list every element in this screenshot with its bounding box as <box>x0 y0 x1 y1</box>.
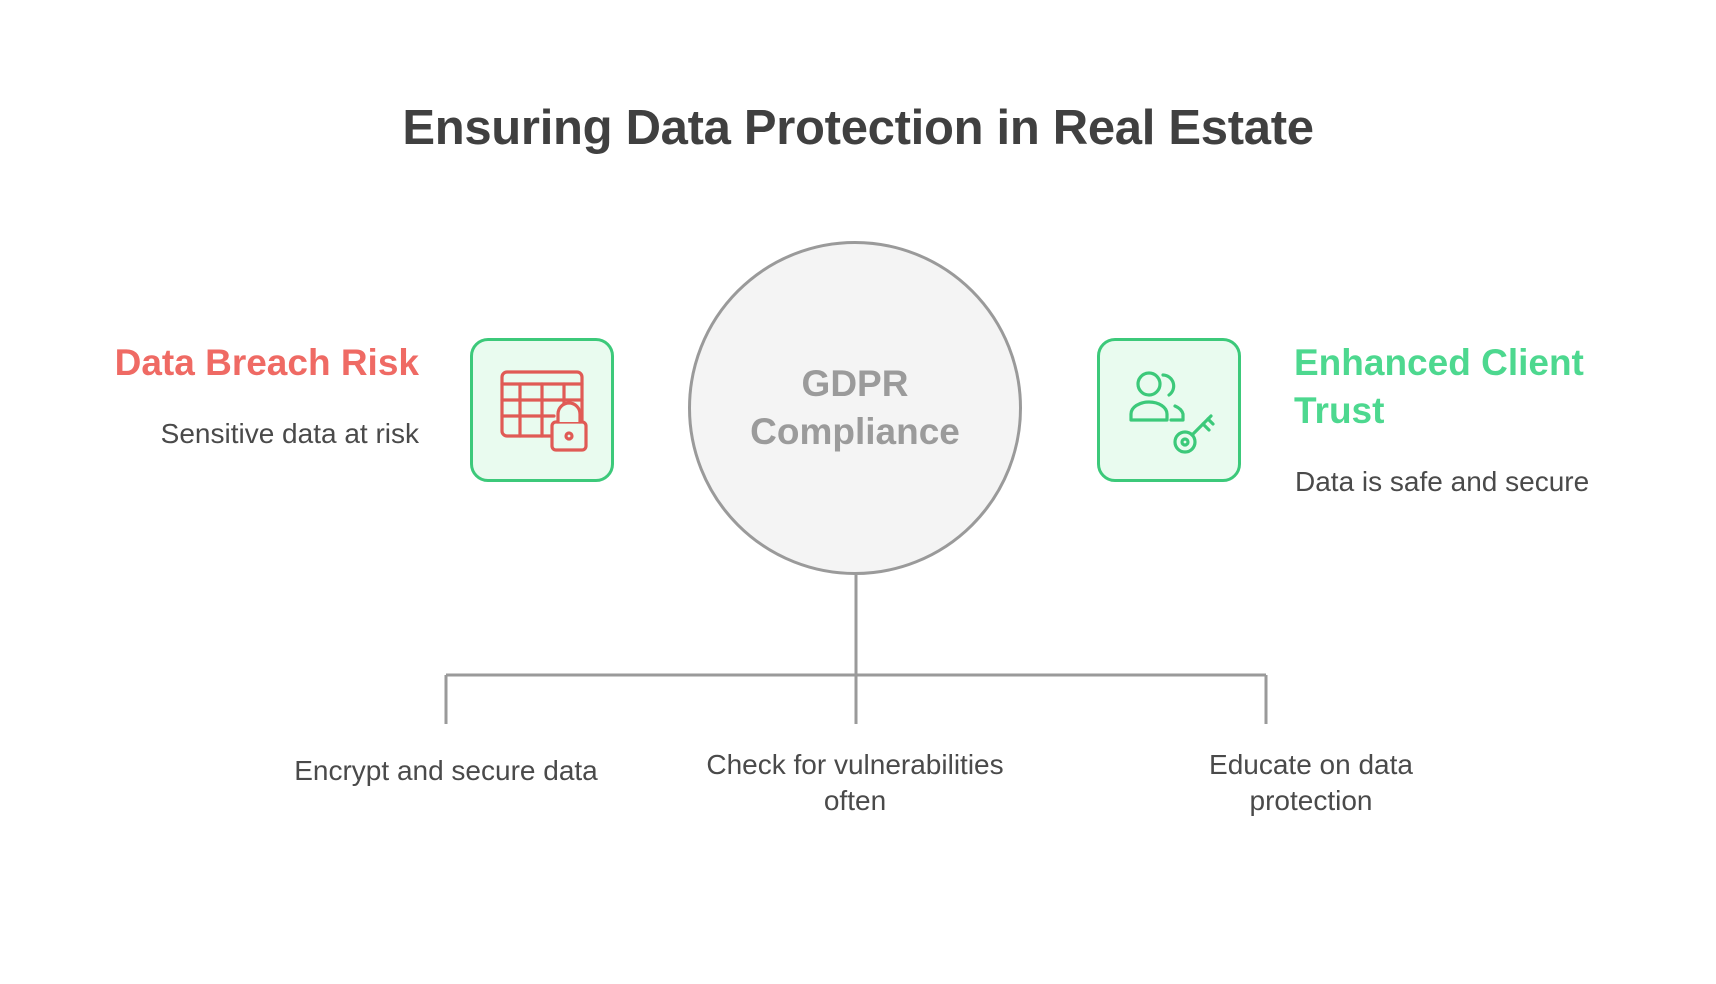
right-heading: Enhanced Client Trust <box>1294 342 1584 431</box>
branch-label-check: Check for vulnerabilities often <box>675 747 1035 819</box>
branch-label-check-text: Check for vulnerabilities often <box>706 749 1004 816</box>
spreadsheet-lock-icon-box <box>470 338 614 482</box>
branch-label-educate-text: Educate on data protection <box>1209 749 1413 816</box>
diagram-title: Ensuring Data Protection in Real Estate <box>402 101 1314 155</box>
branch-label-educate: Educate on data protection <box>1131 747 1491 819</box>
left-heading: Data Breach Risk <box>114 342 419 383</box>
users-key-icon-box <box>1097 338 1241 482</box>
spreadsheet-lock-icon <box>500 370 588 452</box>
users-key-icon <box>1129 371 1215 454</box>
right-description: Data is safe and secure <box>1295 466 1590 497</box>
hub-circle: GDPR Compliance <box>688 241 1022 575</box>
hub-label: GDPR Compliance <box>750 363 960 452</box>
branch-label-encrypt: Encrypt and secure data <box>294 755 598 786</box>
left-description: Sensitive data at risk <box>160 418 419 449</box>
